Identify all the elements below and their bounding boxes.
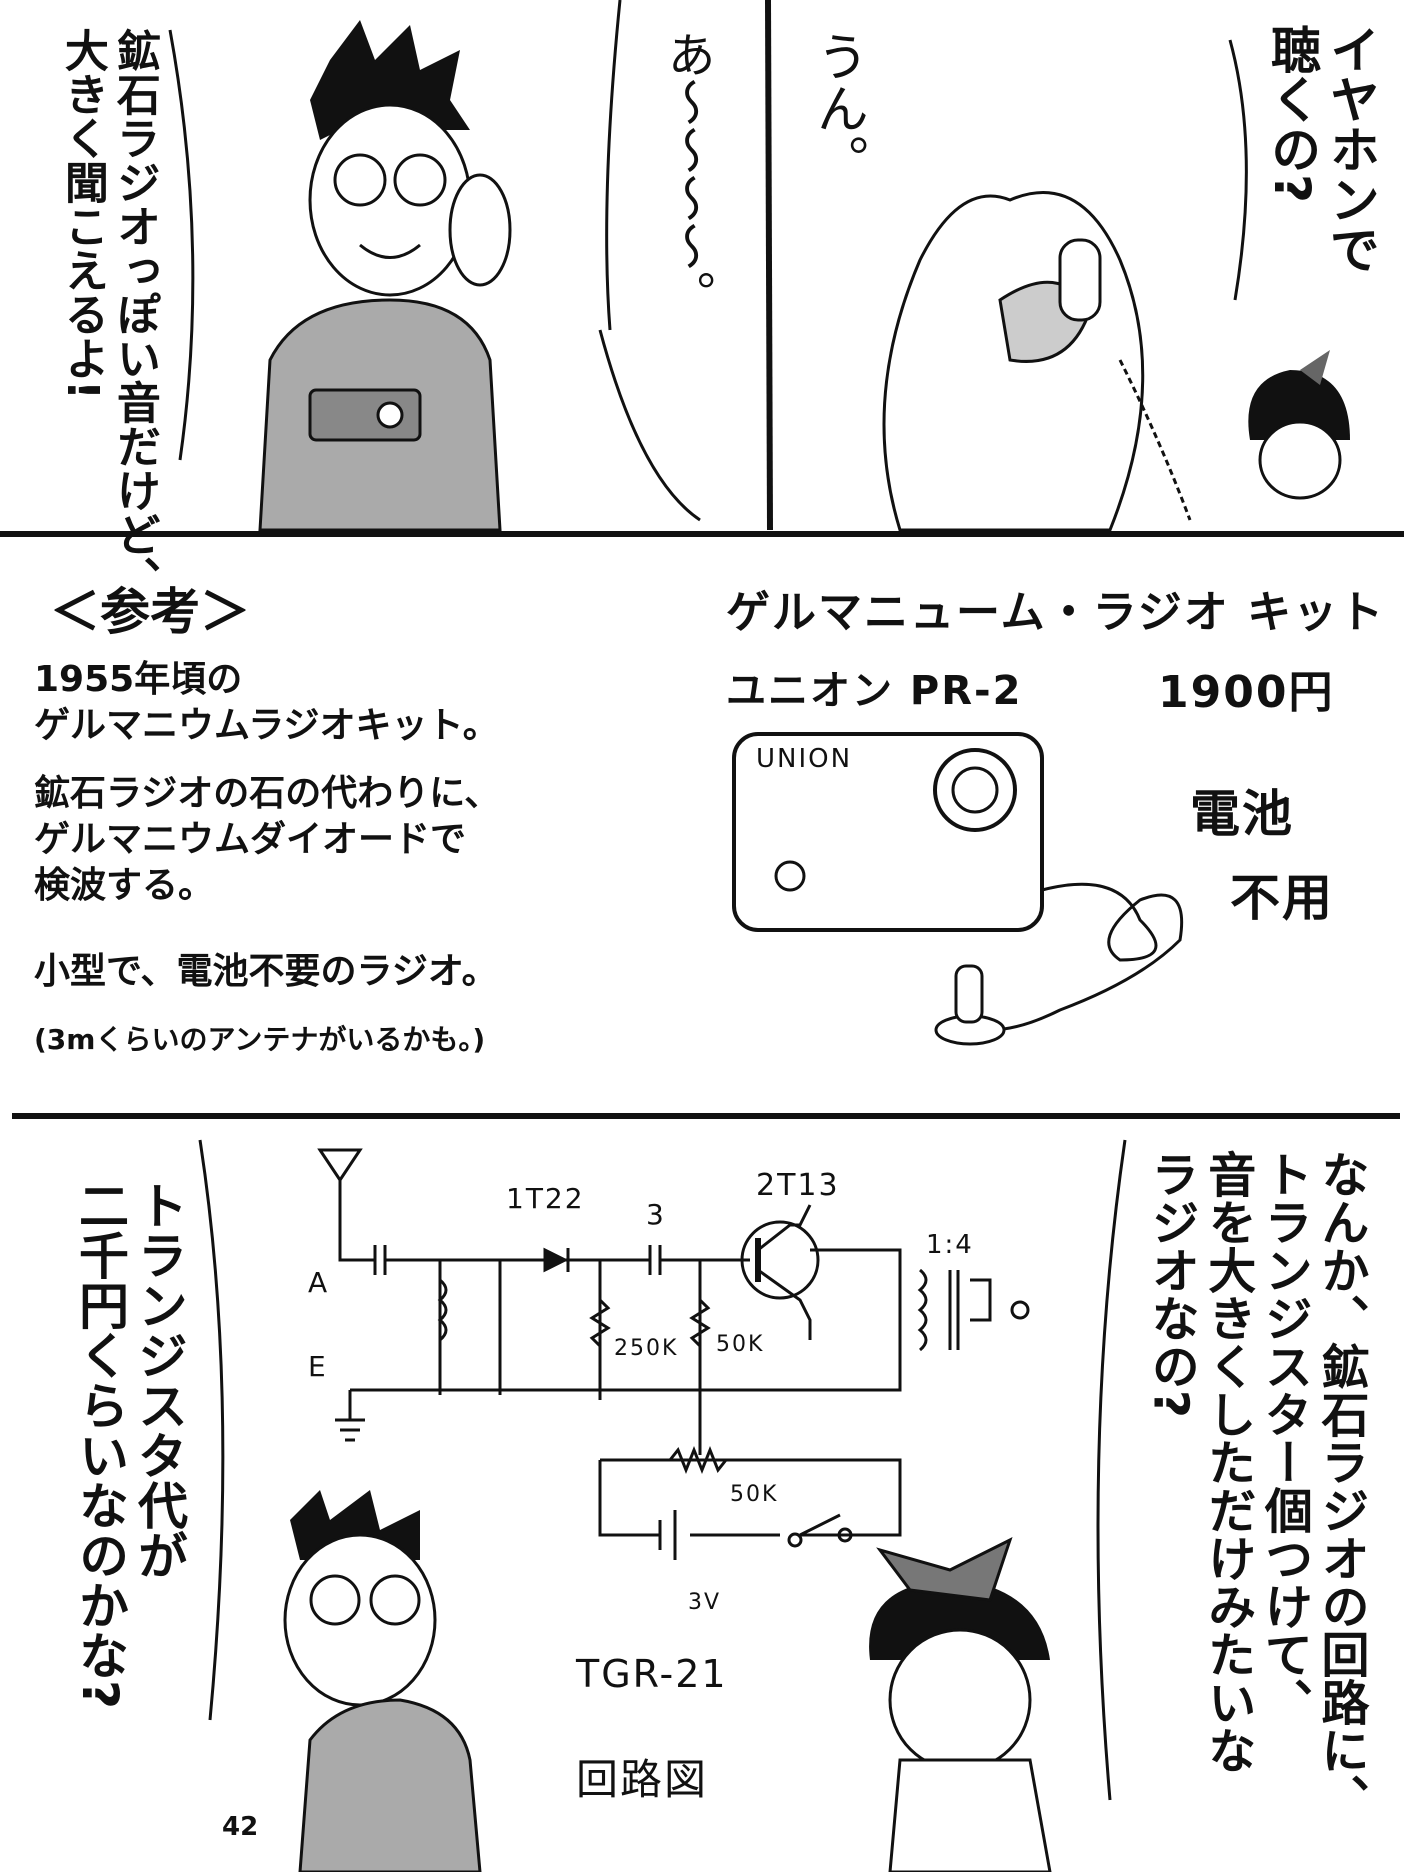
terminal-a-label: A <box>308 1266 330 1299</box>
transistor-label: 2T13 <box>756 1168 840 1203</box>
circuit-model-label: TGR-21 <box>576 1652 728 1696</box>
bubble-line: 音を大きくしただけみたいな <box>1199 1150 1256 1774</box>
bubble-line: 聴くの? <box>1263 24 1321 204</box>
kit-title: ゲルマニューム・ラジオ キット <box>726 587 1386 638</box>
bubble-line: トランジスター個つけて、 <box>1255 1150 1312 1726</box>
reference-line: ゲルマニウムラジオキット。 <box>34 705 499 746</box>
girl-question-bubble: イヤホンで 聴くの? <box>1262 24 1380 274</box>
sound-text: あ〜〜〜〜。 <box>658 30 715 318</box>
bubble-line: 鉱石ラジオっぽい音だけど、 <box>108 28 160 600</box>
reference-heading: ＜参考＞ <box>50 583 250 641</box>
boy-thinking-illustration <box>283 1490 482 1872</box>
kit-price: 1900円 <box>1158 667 1335 718</box>
battery-note-line: 電池 <box>1190 785 1294 843</box>
panel-1-artwork <box>168 0 1350 532</box>
boy-speech-bubble: トランジスタ代が 二千円くらいなのかな? <box>70 1180 188 1709</box>
page-number: 42 <box>222 1812 259 1842</box>
boy-speech-bubble: 鉱石ラジオっぽい音だけど、 大きく聞こえるよ! <box>56 28 160 600</box>
kit-model: ユニオン PR-2 <box>726 668 1023 714</box>
bubble-line: 二千円くらいなのかな? <box>71 1180 129 1710</box>
capacitor-label: 3 <box>646 1198 666 1231</box>
reference-line: 小型で、電池不要のラジオ。 <box>34 951 498 992</box>
bubble-line: イヤホンで <box>1322 24 1380 274</box>
reference-note: (3mくらいのアンテナがいるかも。) <box>34 1023 486 1056</box>
battery-note-line: 不用 <box>1230 869 1334 927</box>
bubble-line: なんか、鉱石ラジオの回路に、 <box>1312 1150 1369 1822</box>
battery-label: 3V <box>688 1590 722 1615</box>
boy-listening-illustration <box>258 20 512 532</box>
circuit-diagram <box>317 1148 1030 1560</box>
girl-reply-text: うん。 <box>807 30 868 186</box>
bubble-line: 大きく聞こえるよ! <box>56 28 108 401</box>
reference-line: 1955年頃の <box>34 659 243 700</box>
girl-small-illustration <box>1248 350 1350 500</box>
resistor-label: 250K <box>614 1336 679 1361</box>
radio-kit-illustration <box>732 732 1184 1046</box>
reference-line: ゲルマニウムダイオードで <box>34 819 467 860</box>
volume-label: 50K <box>730 1482 779 1507</box>
resistor-label: 50K <box>716 1332 765 1357</box>
transformer-ratio-label: 1:4 <box>926 1230 974 1260</box>
reference-line: 鉱石ラジオの石の代わりに、 <box>34 773 501 814</box>
reference-line: 検波する。 <box>34 865 215 906</box>
hand-holding-earphone-illustration <box>882 191 1192 532</box>
circuit-caption: 回路図 <box>576 1755 709 1804</box>
terminal-e-label: E <box>308 1350 328 1383</box>
bubble-line: ラジオなの? <box>1142 1150 1199 1418</box>
radio-brand-label: UNION <box>756 744 853 774</box>
girl-pointing-illustration <box>869 1537 1052 1872</box>
girl-speech-bubble: なんか、鉱石ラジオの回路に、 トランジスター個つけて、 音を大きくしただけみたい… <box>1142 1150 1369 1822</box>
diode-label: 1T22 <box>506 1182 585 1215</box>
bubble-line: トランジスタ代が <box>130 1180 188 1580</box>
